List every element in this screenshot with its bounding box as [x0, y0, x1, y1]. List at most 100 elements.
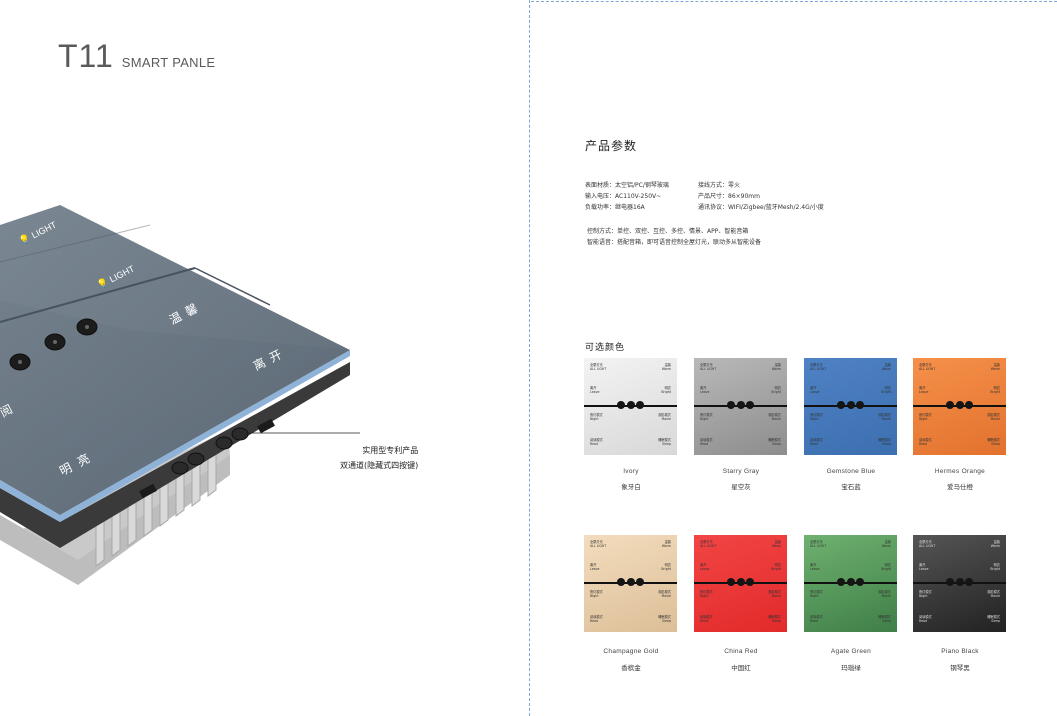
swatch-key-cn: 温馨 [774, 540, 781, 544]
swatch-key-cn: 夜灯模式 [590, 590, 603, 594]
swatch-knobs [617, 401, 644, 410]
swatch-key-cn: 明亮 [993, 563, 1000, 567]
swatch-key-en: Sleep [991, 442, 1000, 446]
swatch-key-en: Movie [990, 417, 1000, 421]
swatch-key-en: ALL LIGHT [810, 544, 827, 548]
swatch-key-cn: 全屋灯光 [810, 363, 823, 367]
knob-icon [846, 578, 855, 586]
colors-title: 可选颜色 [585, 343, 626, 353]
swatch-key-en: Bright [771, 567, 781, 571]
swatch-key-en: ALL LIGHT [590, 544, 607, 548]
swatch-key-en: Read [590, 619, 599, 623]
swatch-key-en: Read [919, 619, 928, 623]
swatch-name-cn: 爱马仕橙 [947, 483, 973, 491]
swatch-key-en: Leave [590, 567, 600, 571]
knob-icon [837, 401, 845, 409]
swatch-key-cn: 阅读模式 [700, 438, 713, 442]
swatch-key-en: Night [810, 594, 819, 598]
swatch-key-cn: 观影模式 [768, 413, 781, 417]
swatch-name: Hermes Orange [934, 468, 986, 475]
top-border [531, 1, 1057, 2]
knob-icon [856, 578, 864, 586]
knob-icon [965, 401, 973, 409]
swatch-key-cn: 明亮 [884, 563, 891, 567]
swatch-key-en: Movie [881, 594, 891, 598]
swatch-key-en: Warm [661, 544, 671, 548]
swatch-key-en: Sleep [882, 619, 891, 623]
swatch-key-cn: 全屋灯光 [590, 363, 603, 367]
left-page: T11 SMART PANLE [0, 38, 419, 585]
swatch-key-cn: 温馨 [884, 363, 891, 367]
swatch-knobs [946, 401, 973, 410]
swatch-key-en: Read [700, 442, 709, 446]
knob-icon [636, 401, 644, 409]
swatch-key-en: Read [810, 442, 819, 446]
callout-line-1: 实用型专利产品 [362, 446, 419, 455]
feature-control: 控制方式：单控、双控、互控、多控、情景、APP、智能音箱 [587, 228, 749, 235]
swatch-key-cn: 阅读模式 [590, 615, 603, 619]
swatch-knobs [727, 401, 754, 410]
swatch-name: Ivory [623, 468, 639, 475]
model-name: T11 [58, 38, 114, 74]
swatch-name: Piano Black [941, 648, 979, 655]
swatch-key-en: Leave [700, 567, 710, 571]
knob-icon [746, 578, 754, 586]
knob-icon [846, 401, 855, 409]
swatch-key-cn: 温馨 [774, 363, 781, 367]
knob-icon [736, 401, 745, 409]
swatch-key-cn: 夜灯模式 [700, 413, 713, 417]
swatch-key-en: Bright [661, 567, 671, 571]
swatch-key-cn: 睡眠模式 [987, 438, 1000, 442]
params-table: 表面材质：太空铝/PC/钢琴玻璃 接线方式：零火 输入电压：AC110V-250… [585, 180, 824, 213]
swatch-key-en: Movie [771, 417, 781, 421]
swatch-key-en: Movie [771, 594, 781, 598]
swatch-key-en: Sleep [662, 442, 671, 446]
knob-icon [946, 578, 954, 586]
swatch-name: Agate Green [830, 648, 872, 655]
swatch-key-cn: 观影模式 [878, 413, 891, 417]
knob-icon [617, 578, 625, 586]
swatch-key-cn: 全屋灯光 [700, 363, 713, 367]
swatch-name: Gemstone Blue [826, 468, 876, 475]
knob-icon [617, 401, 625, 409]
swatch-name: Starry Gray [722, 468, 760, 475]
swatch-key-cn: 睡眠模式 [768, 615, 781, 619]
swatch-key-en: Leave [810, 567, 820, 571]
swatch-key-cn: 离开 [700, 386, 707, 390]
swatch-name: China Red [724, 648, 758, 655]
swatch-name-cn: 宝石蓝 [841, 483, 861, 491]
swatch-name: Champagne Gold [603, 648, 659, 655]
swatch-knobs [837, 578, 864, 587]
swatch-key-cn: 全屋灯光 [919, 540, 932, 544]
swatch-key-en: Sleep [662, 619, 671, 623]
knob-icon [955, 578, 964, 586]
swatch-key-cn: 观影模式 [987, 590, 1000, 594]
